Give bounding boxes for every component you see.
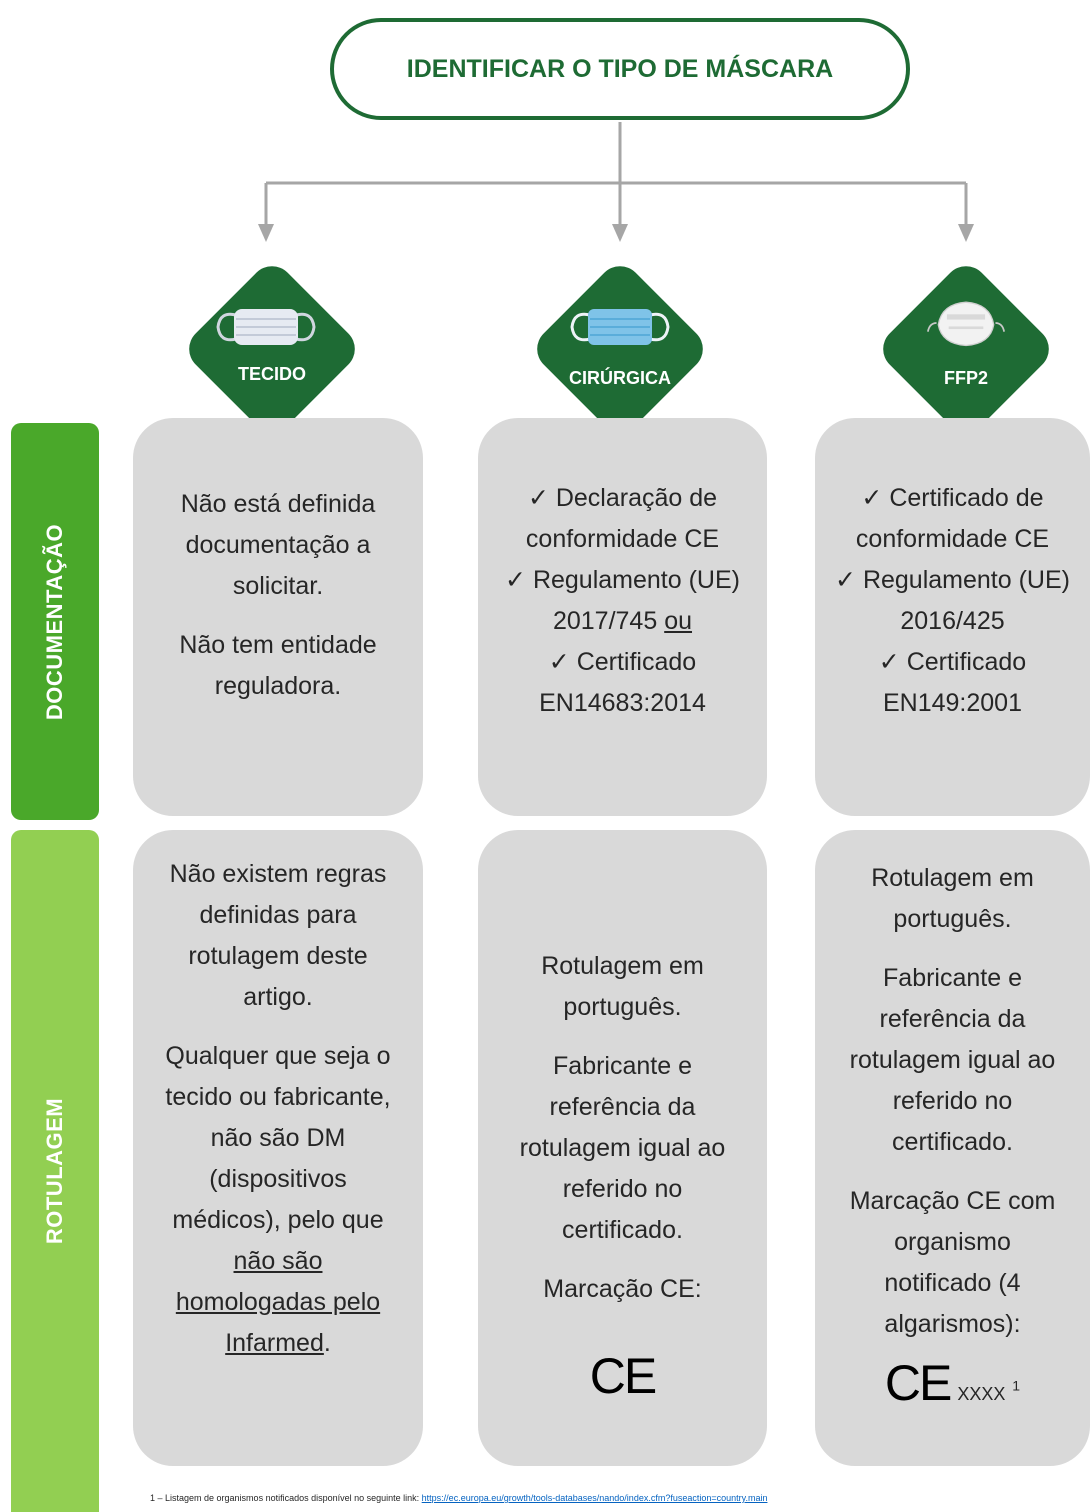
type-label-ffp2: FFP2: [943, 368, 988, 388]
doc-cirurgica-or: ou: [664, 607, 693, 635]
doc-cirurgica-item1: ✓ Declaração de conformidade CE: [525, 484, 720, 553]
card-rot-tecido: Não existem regras definidas para rotula…: [133, 830, 423, 1466]
card-doc-tecido: Não está definida documentação a solicit…: [133, 418, 423, 816]
doc-ffp2-item2: ✓ Regulamento (UE) 2016/425: [835, 566, 1070, 635]
rot-tecido-p1: Não existem regras definidas para rotula…: [169, 860, 387, 1011]
doc-ffp2-item1: ✓ Certificado de conformidade CE: [855, 484, 1050, 553]
type-label-cirurgica: CIRÚRGICA: [569, 368, 671, 388]
doc-ffp2-item3: ✓ Certificado EN149:2001: [878, 648, 1027, 717]
connector-arrows: [258, 122, 974, 242]
doc-tecido-p2: Não tem entidade reguladora.: [179, 631, 377, 700]
doc-tecido-p1: Não está definida documentação a solicit…: [180, 490, 376, 600]
row-label-rotulagem: ROTULAGEM: [11, 830, 99, 1512]
ce-mark-with-number: CE XXXX 1: [885, 1353, 1020, 1415]
title-pill: IDENTIFICAR O TIPO DE MÁSCARA: [330, 18, 910, 120]
check-icon: ✓: [548, 648, 577, 676]
rot-cirurgica-p1: Rotulagem em português.: [541, 952, 704, 1021]
rot-cirurgica-p3: Marcação CE:: [543, 1275, 702, 1303]
rot-tecido-p2: Qualquer que seja o tecido ou fabricante…: [165, 1042, 391, 1357]
surgical-mask-icon: [570, 309, 670, 345]
rot-ffp2-p1: Rotulagem em português.: [871, 864, 1034, 933]
rot-tecido-infarmed-note: não são homologadas pelo Infarmed: [175, 1247, 381, 1357]
diamond-ffp2: [874, 257, 1058, 441]
row-label-rotulagem-text: ROTULAGEM: [42, 1097, 68, 1245]
card-doc-ffp2: ✓ Certificado de conformidade CE ✓ Regul…: [815, 418, 1090, 816]
fabric-mask-icon: [216, 309, 316, 345]
doc-cirurgica-item2: ✓ Regulamento (UE) 2017/745 ou: [505, 566, 740, 635]
footnote-text: 1 – Listagem de organismos notificados d…: [150, 1493, 422, 1503]
doc-cirurgica-item3: ✓ Certificado EN14683:2014: [539, 648, 706, 717]
ffp2-mask-icon: [927, 301, 1005, 347]
ce-mark-icon: CE: [589, 1348, 657, 1404]
ce-mark-icon: CE: [884, 1355, 952, 1411]
card-rot-cirurgica: Rotulagem em português. Fabricante e ref…: [478, 830, 767, 1466]
arrowhead-right: [958, 224, 974, 242]
rot-ffp2-p2: Fabricante e referência da rotulagem igu…: [849, 964, 1056, 1156]
check-icon: ✓: [835, 566, 863, 594]
check-icon: ✓: [878, 648, 907, 676]
footnote-link[interactable]: https://ec.europa.eu/growth/tools-databa…: [421, 1493, 768, 1503]
row-label-documentacao: DOCUMENTAÇÃO: [11, 423, 99, 820]
check-icon: ✓: [861, 484, 890, 512]
arrowhead-left: [258, 224, 274, 242]
footnote-ref: 1: [1012, 1377, 1021, 1394]
check-icon: ✓: [505, 566, 533, 594]
rot-ffp2-p3: Marcação CE com organismo notificado (4 …: [849, 1187, 1056, 1338]
rot-cirurgica-p2: Fabricante e referência da rotulagem igu…: [519, 1052, 726, 1244]
card-doc-cirurgica: ✓ Declaração de conformidade CE ✓ Regula…: [478, 418, 767, 816]
footnote: 1 – Listagem de organismos notificados d…: [150, 1493, 1080, 1503]
type-label-tecido: TECIDO: [237, 364, 306, 384]
notified-body-number: XXXX: [957, 1384, 1006, 1404]
arrowhead-middle: [612, 224, 628, 242]
diagram-title: IDENTIFICAR O TIPO DE MÁSCARA: [406, 54, 834, 83]
check-icon: ✓: [527, 484, 556, 512]
row-label-documentacao-text: DOCUMENTAÇÃO: [42, 523, 67, 720]
card-rot-ffp2: Rotulagem em português. Fabricante e ref…: [815, 830, 1090, 1466]
